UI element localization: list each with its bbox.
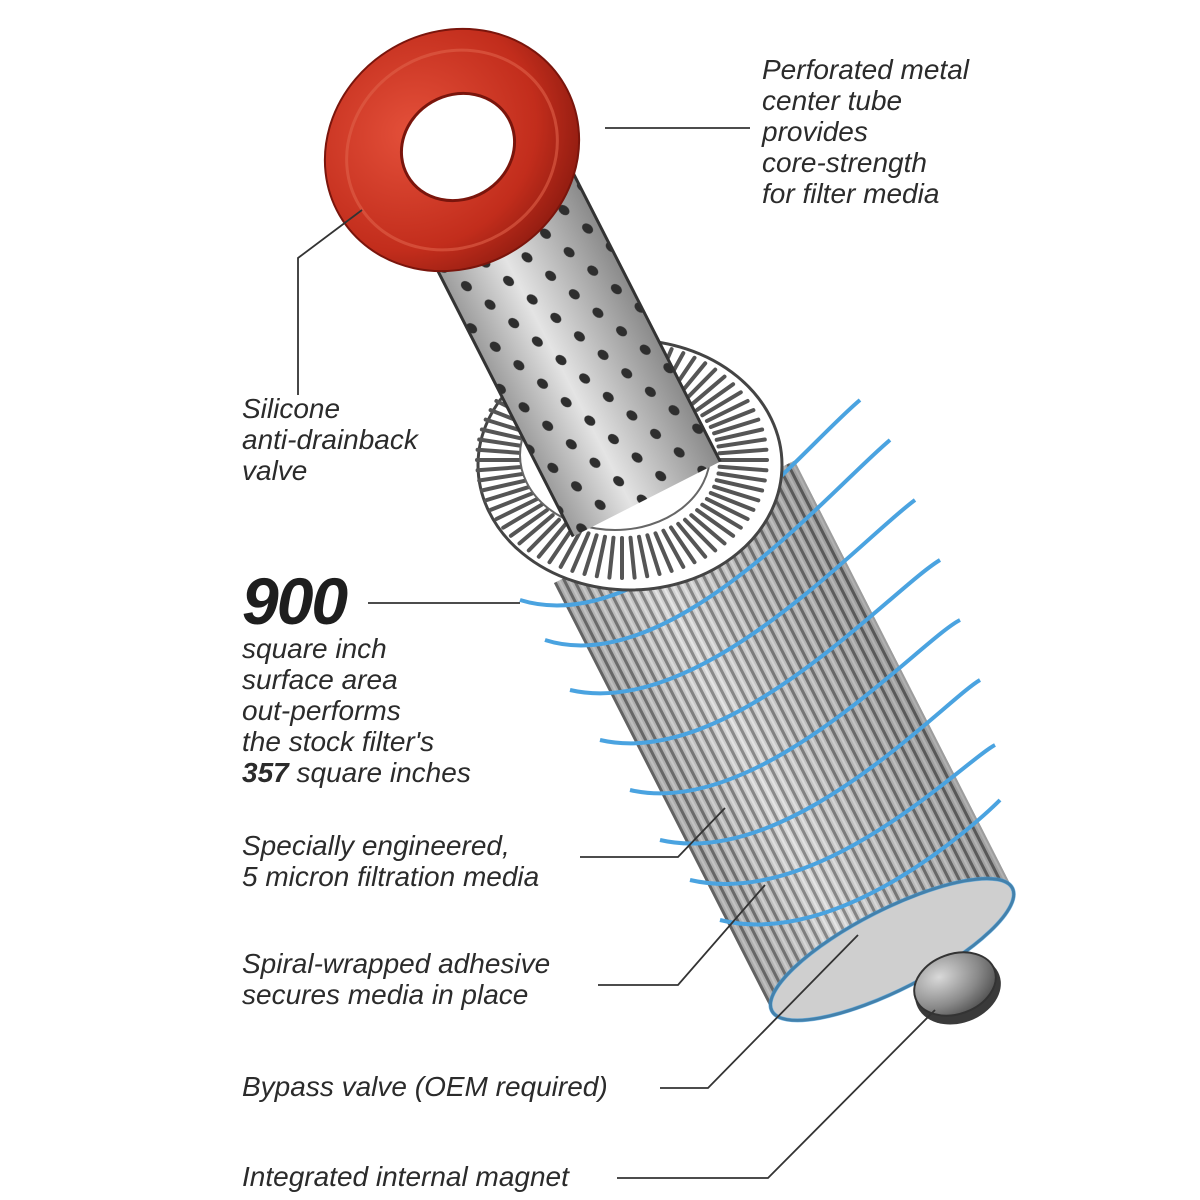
pleat-ray: [712, 484, 761, 503]
pleat-ray: [717, 464, 769, 473]
pleat-ray: [653, 531, 674, 573]
pleat-ray: [716, 437, 767, 449]
pleat-ray: [704, 497, 750, 521]
label-adhesive: Spiral-wrapped adhesive secures media in…: [242, 948, 550, 1010]
label-line: Perforated metal: [762, 54, 969, 85]
pleat-ray: [645, 533, 662, 576]
stock-number: 357: [242, 757, 289, 788]
pleat-ray: [479, 478, 530, 493]
leader-valve: [297, 209, 363, 395]
pleat-ray: [716, 471, 767, 483]
pleat-ray: [712, 417, 761, 436]
pleat-ray: [494, 497, 540, 521]
pleat-ray: [708, 491, 756, 512]
label-line: Spiral-wrapped adhesive: [242, 948, 551, 979]
pleat-ray: [714, 478, 765, 493]
label-line: core-strength: [762, 147, 927, 178]
label-line: 357 square inches: [242, 757, 471, 788]
pleat-ray: [517, 513, 555, 546]
label-line: the stock filter's: [242, 726, 435, 757]
pleat-ray: [558, 528, 583, 569]
label-line: out-performs: [242, 695, 401, 726]
pleat-ray: [695, 382, 736, 412]
label-line: square inch: [242, 633, 387, 664]
label-media: Specially engineered, 5 micron filtratio…: [242, 830, 539, 892]
pleat-ray: [475, 447, 527, 456]
pleat-ray: [717, 447, 769, 456]
leader-bypass: [660, 934, 859, 1089]
label-center-tube: Perforated metal center tube provides co…: [762, 54, 969, 209]
anti-drainback-valve: [323, 27, 581, 273]
filter-media-body: [553, 460, 1016, 1023]
pleat-ray: [547, 525, 575, 565]
pleat-ray: [594, 534, 607, 579]
pleat-ray: [689, 374, 727, 407]
label-magnet: Integrated internal magnet: [242, 1161, 569, 1192]
pleat-ray: [661, 528, 686, 569]
label-line: Silicone: [242, 393, 341, 424]
pleat-ray: [700, 390, 743, 418]
label-line: provides: [762, 116, 868, 147]
label-bypass: Bypass valve (OEM required): [242, 1071, 608, 1102]
pleat-ray: [683, 517, 718, 553]
pleat-ray: [607, 535, 616, 580]
label-line: center tube: [762, 85, 903, 116]
pleat-ray: [714, 427, 765, 442]
stock-suffix: square inches: [288, 757, 471, 788]
pleat-ray: [683, 367, 718, 403]
leader-magnet: [617, 1009, 936, 1179]
label-line: Specially engineered,: [242, 830, 510, 861]
pleat-ray: [695, 508, 736, 538]
label-line: 5 micron filtration media: [242, 861, 540, 892]
pleat-ray: [704, 399, 750, 423]
pleat-ray: [708, 408, 756, 429]
label-line: for filter media: [762, 178, 940, 209]
pleat-ray: [475, 464, 527, 473]
pleat-ray: [488, 491, 536, 512]
label-line: secures media in place: [242, 979, 529, 1010]
pleat-ray: [570, 531, 591, 573]
pleat-ray: [582, 533, 599, 576]
label-valve: Silicone anti-drainback valve: [242, 393, 418, 486]
pleat-ray: [637, 534, 650, 579]
internal-magnet: [913, 951, 1001, 1025]
leader-media: [580, 807, 726, 858]
leader-lines: [297, 127, 936, 1179]
pleat-ray: [501, 502, 544, 530]
surface-area-number: 900: [242, 564, 348, 638]
pleat-ray: [479, 427, 530, 442]
pleat-ray: [628, 535, 637, 580]
label-line: anti-drainback: [242, 424, 418, 455]
pleat-ray: [536, 521, 568, 559]
pleat-ray: [689, 513, 727, 546]
leader-adhesive: [598, 884, 766, 986]
pleat-ray: [483, 484, 532, 503]
pleat-ray: [477, 471, 528, 483]
pleat-ray: [676, 521, 708, 559]
label-line: surface area: [242, 664, 398, 695]
label-line: valve: [242, 455, 308, 486]
pleat-ray: [669, 525, 697, 565]
pleat-ray: [508, 508, 549, 538]
label-surface-area: square inch surface area out-performs th…: [242, 633, 471, 788]
pleat-ray: [700, 502, 743, 530]
pleat-ray: [477, 437, 528, 449]
pleat-ray: [526, 517, 561, 553]
